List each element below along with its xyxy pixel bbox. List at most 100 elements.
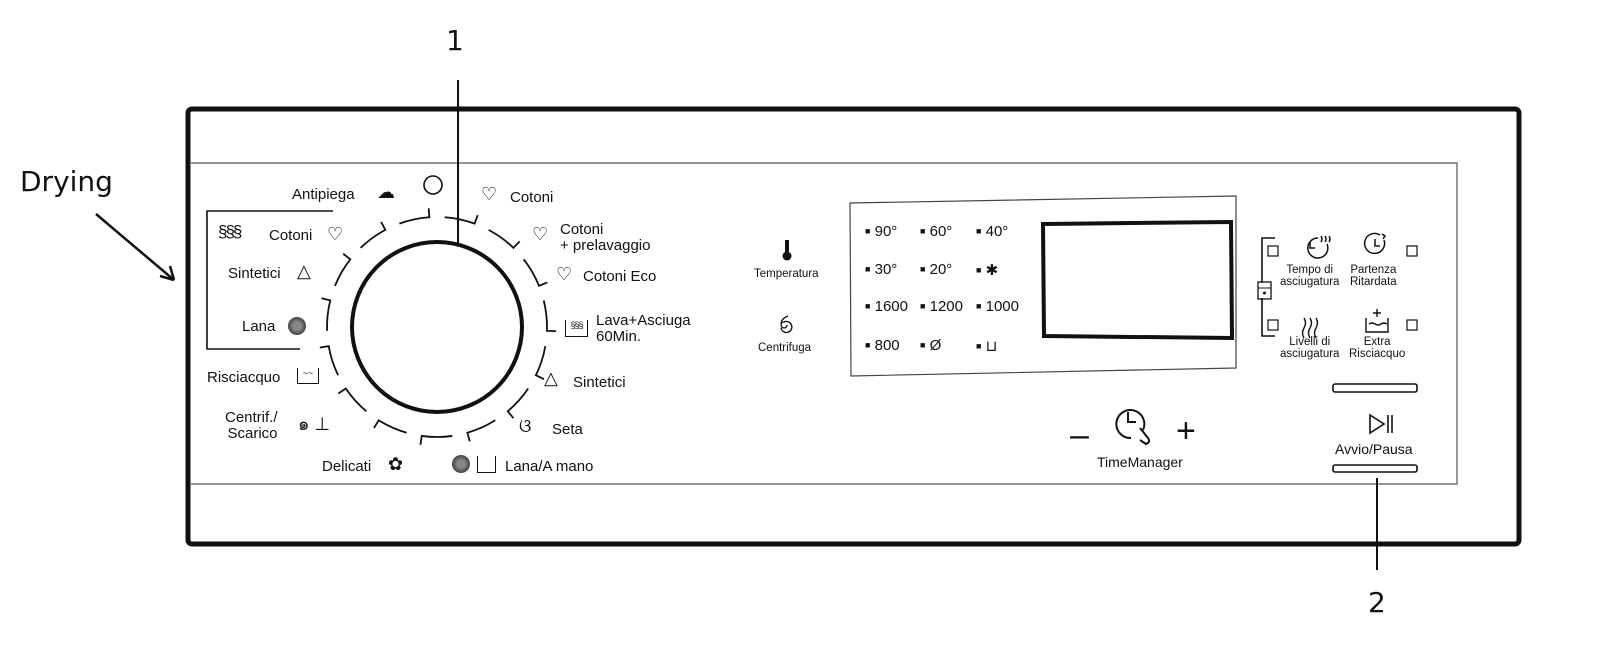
cotton-flower-icon: ♡ xyxy=(481,184,498,204)
display-indicator-value: 1000 xyxy=(985,298,1019,315)
program-sintetici[interactable]: Sintetici xyxy=(573,374,626,391)
triangle-synthetic-icon: △ xyxy=(297,261,311,281)
program-delicati[interactable]: Delicati xyxy=(322,458,372,475)
program-lana-a-mano[interactable]: Lana/A mano xyxy=(505,458,594,475)
program-cotoni-dry[interactable]: Cotoni xyxy=(269,227,313,244)
program-centrifuga-scarico[interactable]: Centrif./Scarico xyxy=(225,410,278,442)
label-line-1: Centrif./ xyxy=(225,409,278,426)
time-manager-label: TimeManager xyxy=(1097,454,1183,470)
program-cotoni-eco[interactable]: Cotoni Eco xyxy=(583,268,657,285)
cotton-flower-icon: ♡ xyxy=(556,264,573,284)
dial-ring-segment xyxy=(321,297,332,331)
display-indicator: ■ 1600 xyxy=(865,298,908,315)
label-line-2: Risciacquo xyxy=(1349,348,1406,360)
label-line-2: + prelavaggio xyxy=(560,237,651,254)
label-line-1: Livelli di xyxy=(1289,336,1331,348)
delay-start-icon xyxy=(1363,232,1387,255)
display-indicator-value: 40° xyxy=(985,223,1009,240)
drying-label: Drying xyxy=(20,165,113,198)
program-risciacquo[interactable]: Risciacquo xyxy=(207,369,281,386)
triangle-synthetic-icon: △ xyxy=(544,368,558,388)
dial-ring-segment xyxy=(542,300,556,333)
display-indicator: ■ 40° xyxy=(976,223,1009,240)
dial-ring-segment xyxy=(466,419,496,442)
dial-ring-segment xyxy=(506,388,529,419)
program-lana-dry[interactable]: Lana xyxy=(242,318,276,335)
dial-ring-segment xyxy=(337,387,367,412)
label-line-2: Scarico xyxy=(227,425,278,442)
butterfly-icon: ଓ xyxy=(519,416,532,436)
option-indicator-delay xyxy=(1406,245,1418,257)
program-cotoni-prelavaggio[interactable]: Cotoni+ prelavaggio xyxy=(560,222,650,254)
label-line-1: Cotoni xyxy=(560,221,604,238)
time-minus-button[interactable]: – xyxy=(1070,416,1089,454)
display-indicator-value: 60° xyxy=(929,223,953,240)
display-indicator-value: 800 xyxy=(874,337,900,354)
callout-1: 1 xyxy=(446,24,464,57)
display-indicator: ■ ⊔ xyxy=(976,338,998,355)
time-manager-clock-icon xyxy=(1115,409,1151,446)
display-indicator: ■ 1000 xyxy=(976,298,1019,315)
program-sintetici-dry[interactable]: Sintetici xyxy=(228,265,281,282)
program-dial[interactable] xyxy=(350,240,524,414)
display-indicator: ■ 1200 xyxy=(920,298,963,315)
extra-rinse-icon xyxy=(1365,309,1389,333)
display-indicator-value: 1600 xyxy=(874,298,908,315)
temperature-button-label[interactable]: Temperatura xyxy=(754,268,819,280)
dry-level-icon xyxy=(1301,317,1319,339)
display-indicator: ■ ✱ xyxy=(976,262,999,279)
cotton-flower-icon: ♡ xyxy=(532,224,549,244)
option-indicator-extra-rinse xyxy=(1406,319,1418,331)
display-indicator-value: 1200 xyxy=(929,298,963,315)
start-pause-button[interactable]: Avvio/Pausa xyxy=(1335,441,1413,457)
start-led-bar-top xyxy=(1332,383,1418,393)
option-indicator-dry-level xyxy=(1267,319,1279,331)
label-line-1: Extra xyxy=(1363,336,1391,348)
drying-arrow xyxy=(95,213,175,281)
flower-icon: ✿ xyxy=(388,454,404,474)
thermometer-icon xyxy=(782,240,792,261)
label-line-2: asciugatura xyxy=(1280,348,1340,360)
label-line-2: Ritardata xyxy=(1350,276,1397,288)
callout-2: 2 xyxy=(1368,586,1386,619)
play-pause-icon xyxy=(1369,413,1393,435)
dial-ring-segment xyxy=(444,214,479,225)
display-indicator-value: 30° xyxy=(874,261,898,278)
display-indicator-value: 20° xyxy=(929,261,953,278)
display-indicator-value: Ø xyxy=(929,337,942,354)
program-cotoni[interactable]: Cotoni xyxy=(510,189,554,206)
program-seta[interactable]: Seta xyxy=(552,421,583,438)
dial-ring-segment xyxy=(488,229,521,250)
dry-time-icon xyxy=(1307,235,1331,259)
display-indicator: ■ 30° xyxy=(865,261,898,278)
panel-inner-border xyxy=(191,162,1458,485)
dial-ring-segment xyxy=(419,434,453,445)
program-antipiega[interactable]: Antipiega xyxy=(292,186,355,203)
option-indicator-dry-time xyxy=(1267,245,1279,257)
steam-cloud-icon: ☁ xyxy=(377,182,395,202)
dial-ring-segment xyxy=(522,258,548,287)
wash-dry-icon: §§§ xyxy=(565,320,588,337)
cotton-flower-icon: ♡ xyxy=(327,224,344,244)
display-indicator-value: ⊔ xyxy=(985,338,998,355)
wool-ball-icon xyxy=(452,455,470,473)
drying-bracket xyxy=(206,210,333,350)
dial-ring-segment xyxy=(534,345,547,380)
spin-drain-icon: ๑ ⊥ xyxy=(298,414,331,434)
label-line-2: 60Min. xyxy=(596,328,642,345)
wool-ball-icon xyxy=(288,317,306,335)
dial-ring-segment xyxy=(334,253,352,287)
label-line-1: Partenza xyxy=(1350,264,1397,276)
time-plus-button[interactable]: + xyxy=(1176,412,1196,450)
option-bracket xyxy=(1261,237,1275,337)
child-lock-icon xyxy=(1257,281,1272,300)
display-indicator: ■ 90° xyxy=(865,223,898,240)
dial-ring-segment xyxy=(319,345,339,376)
spin-button-label[interactable]: Centrifuga xyxy=(758,342,812,354)
dial-ring-segment xyxy=(373,419,407,434)
